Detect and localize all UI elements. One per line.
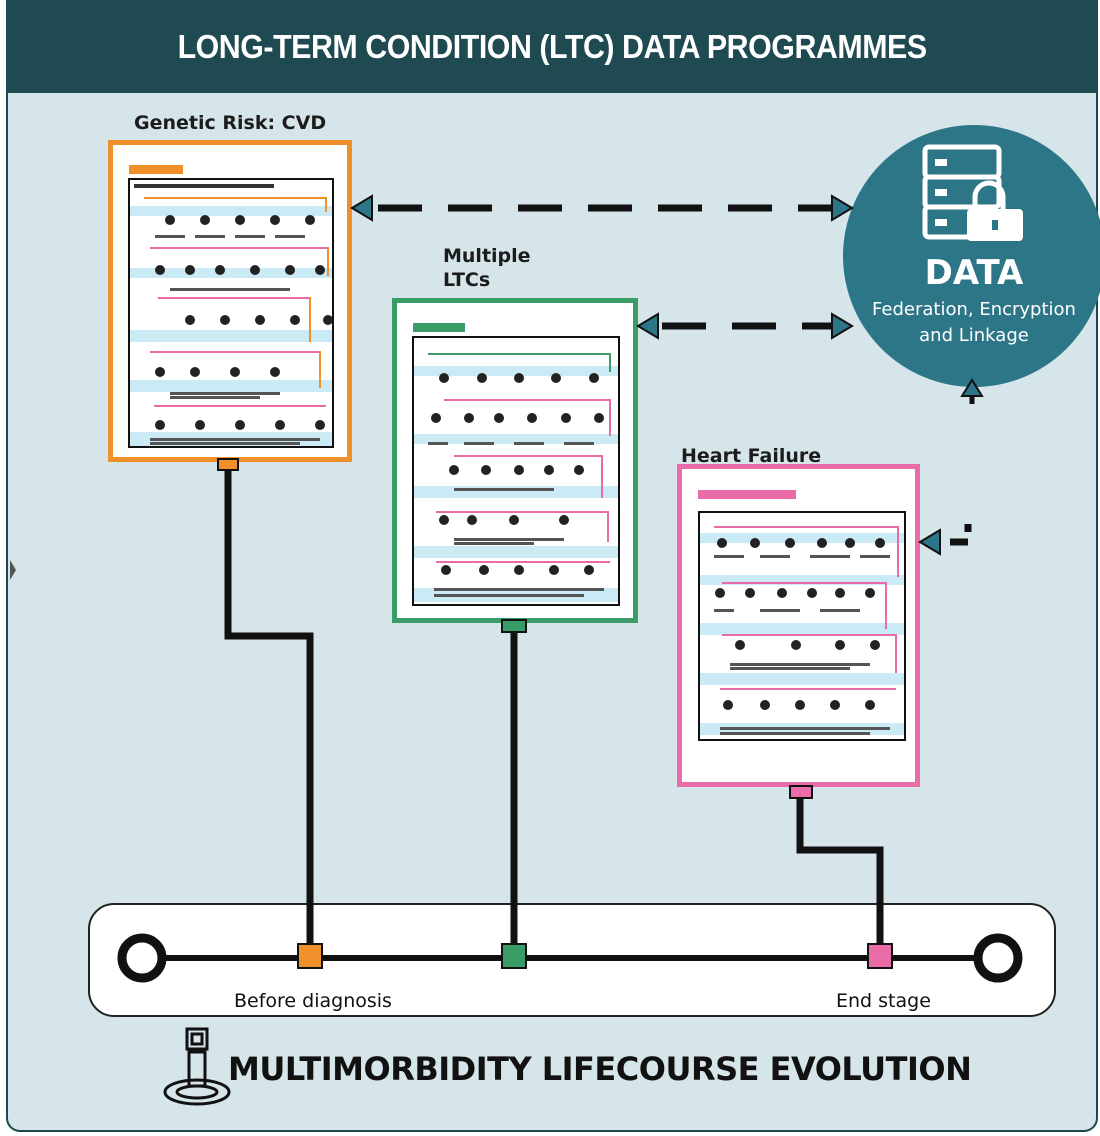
heart-failure-label: Heart Failure bbox=[681, 445, 822, 467]
data-hub-subtitle-line1: Federation, Encryption bbox=[872, 299, 1076, 320]
cvd-programme-label: Genetic Risk: CVD bbox=[134, 112, 327, 134]
heart-failure-doc-anchor bbox=[789, 785, 813, 799]
heart-failure-timeline-marker[interactable] bbox=[867, 943, 893, 969]
timeline-end-node bbox=[973, 933, 1023, 983]
timeline-start-node bbox=[117, 933, 167, 983]
multiple-ltcs-label-line2: LTCs bbox=[443, 269, 491, 291]
person-on-platform-icon bbox=[163, 1027, 231, 1106]
ltcs-timeline-marker[interactable] bbox=[501, 943, 527, 969]
heart-failure-link-arrow bbox=[918, 528, 941, 556]
heart-failure-pathway-thumbnail bbox=[700, 526, 904, 735]
data-hub-title: DATA bbox=[924, 253, 1024, 293]
multiple-ltcs-pathway-thumbnail bbox=[414, 353, 618, 602]
server-lock-icon bbox=[922, 144, 1023, 241]
multiple-ltcs-document-page bbox=[412, 336, 620, 606]
cvd-document-tag bbox=[129, 165, 183, 174]
data-hub-down-arrow bbox=[960, 378, 984, 397]
cvd-document-page bbox=[128, 178, 334, 448]
ltcs-link-arrow-left bbox=[636, 312, 659, 340]
cvd-doc-anchor bbox=[217, 458, 239, 471]
multiple-ltcs-label-line1: Multiple bbox=[443, 245, 531, 267]
page-title: LONG-TERM CONDITION (LTC) DATA PROGRAMME… bbox=[177, 27, 927, 65]
cvd-pathway-thumbnail bbox=[130, 184, 332, 446]
multiple-ltcs-document-tag bbox=[413, 323, 465, 332]
ltcs-link-arrow-right bbox=[831, 312, 854, 340]
cvd-link-arrow-left bbox=[350, 194, 373, 222]
footer-title: MULTIMORBIDITY LIFECOURSE EVOLUTION bbox=[228, 1050, 972, 1088]
heart-failure-document-tag bbox=[698, 490, 796, 499]
data-hub-subtitle-line2: and Linkage bbox=[919, 325, 1029, 346]
data-hub[interactable]: DATA Federation, Encryption and Linkage bbox=[843, 125, 1100, 387]
heart-failure-programme-document[interactable] bbox=[677, 464, 920, 787]
heart-failure-data-link bbox=[950, 524, 972, 546]
cvd-timeline-connector bbox=[224, 466, 314, 946]
heart-failure-document-page bbox=[698, 511, 906, 741]
timeline-start-label: Before diagnosis bbox=[234, 990, 392, 1012]
cvd-programme-document[interactable] bbox=[108, 140, 352, 462]
cvd-link-arrow-right bbox=[831, 194, 854, 222]
header-bar: LONG-TERM CONDITION (LTC) DATA PROGRAMME… bbox=[6, 0, 1098, 93]
cvd-timeline-marker[interactable] bbox=[297, 943, 323, 969]
ltcs-doc-anchor bbox=[501, 619, 527, 633]
data-hub-subtitle: Federation, Encryption and Linkage bbox=[843, 297, 1100, 349]
timeline-end-label: End stage bbox=[836, 990, 931, 1012]
heart-failure-timeline-connector bbox=[796, 796, 884, 946]
